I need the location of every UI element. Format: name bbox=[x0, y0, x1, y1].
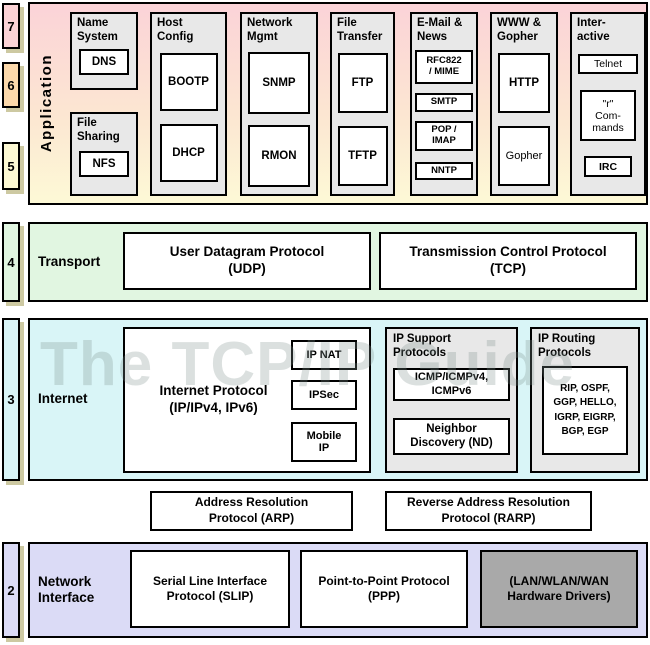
group-heading-email-news: E-Mail & News bbox=[417, 17, 463, 43]
protocol-box-r-commands: "r" Com- mands bbox=[580, 90, 636, 142]
internet-layer-label: Internet bbox=[38, 391, 88, 407]
layer-number-7: 7 bbox=[2, 3, 20, 49]
protocol-box-routing-protocols: RIP, OSPF, GGP, HELLO, IGRP, EIGRP, BGP,… bbox=[542, 366, 628, 456]
protocol-box-dhcp: DHCP bbox=[159, 124, 218, 183]
protocol-box-tftp: TFTP bbox=[337, 126, 388, 187]
group-heading-file-sharing: File Sharing bbox=[77, 117, 120, 143]
protocol-box-rarp: Reverse Address Resolution Protocol (RAR… bbox=[385, 491, 592, 531]
application-layer-band: Application Name System DNS File Sharing… bbox=[28, 2, 648, 205]
app-group-network-mgmt: Network Mgmt SNMP RMON bbox=[240, 12, 318, 196]
group-heading-file-transfer: File Transfer bbox=[337, 17, 383, 43]
protocol-box-hardware-drivers: (LAN/WLAN/WAN Hardware Drivers) bbox=[480, 550, 638, 628]
protocol-box-rmon: RMON bbox=[248, 125, 310, 188]
protocol-box-dns: DNS bbox=[79, 49, 129, 76]
application-layer-label-wrap: Application bbox=[38, 4, 55, 203]
protocol-box-neighbor-discovery: Neighbor Discovery (ND) bbox=[393, 418, 510, 456]
protocol-box-icmp: ICMP/ICMPv4, ICMPv6 bbox=[393, 368, 510, 402]
protocol-box-udp: User Datagram Protocol (UDP) bbox=[123, 232, 371, 290]
network-interface-layer-label: Network Interface bbox=[38, 573, 95, 605]
app-group-name-system: Name System DNS bbox=[70, 12, 138, 90]
group-heading-interactive: Inter- active bbox=[577, 17, 610, 43]
protocol-box-http: HTTP bbox=[498, 53, 550, 114]
layer-number-2: 2 bbox=[2, 542, 20, 638]
app-group-www-gopher: WWW & Gopher HTTP Gopher bbox=[490, 12, 558, 196]
layer-number-3: 3 bbox=[2, 318, 20, 481]
protocol-box-ip-nat: IP NAT bbox=[291, 340, 357, 370]
transport-layer-label: Transport bbox=[38, 253, 101, 269]
app-group-file-sharing: File Sharing NFS bbox=[70, 112, 138, 196]
group-heading-network-mgmt: Network Mgmt bbox=[247, 17, 293, 43]
ip-routing-protocols-group: IP Routing Protocols RIP, OSPF, GGP, HEL… bbox=[530, 327, 640, 473]
protocol-box-ppp: Point-to-Point Protocol (PPP) bbox=[300, 550, 468, 628]
protocol-box-nfs: NFS bbox=[79, 151, 129, 178]
transport-layer-band: Transport User Datagram Protocol (UDP) T… bbox=[28, 222, 648, 302]
protocol-box-arp: Address Resolution Protocol (ARP) bbox=[150, 491, 353, 531]
protocol-box-bootp: BOOTP bbox=[159, 53, 218, 112]
group-heading-ip-routing: IP Routing Protocols bbox=[538, 333, 596, 359]
group-heading-www-gopher: WWW & Gopher bbox=[497, 17, 542, 43]
app-group-host-config: Host Config BOOTP DHCP bbox=[150, 12, 227, 196]
protocol-box-nntp: NNTP bbox=[415, 162, 473, 181]
app-group-interactive: Inter- active Telnet "r" Com- mands IRC bbox=[570, 12, 646, 196]
protocol-box-tcp: Transmission Control Protocol (TCP) bbox=[379, 232, 637, 290]
protocol-box-ftp: FTP bbox=[337, 53, 388, 114]
protocol-box-snmp: SNMP bbox=[248, 52, 310, 115]
protocol-box-irc: IRC bbox=[584, 156, 632, 178]
protocol-box-smtp: SMTP bbox=[415, 93, 473, 113]
layer-number-4: 4 bbox=[2, 222, 20, 302]
protocol-box-telnet: Telnet bbox=[578, 54, 638, 75]
ip-protocol-label: Internet Protocol (IP/IPv4, IPv6) bbox=[159, 383, 268, 415]
protocol-box-mobile-ip: Mobile IP bbox=[291, 422, 357, 462]
group-heading-name-system: Name System bbox=[77, 17, 118, 43]
app-group-email-news: E-Mail & News RFC822 / MIME SMTP POP / I… bbox=[410, 12, 478, 196]
protocol-box-gopher: Gopher bbox=[498, 126, 550, 187]
group-heading-ip-support: IP Support Protocols bbox=[393, 333, 451, 359]
ip-support-protocols-group: IP Support Protocols ICMP/ICMPv4, ICMPv6… bbox=[385, 327, 518, 473]
layer-number-5: 5 bbox=[2, 142, 20, 190]
group-heading-host-config: Host Config bbox=[157, 17, 194, 43]
network-interface-layer-band: Network Interface Serial Line Interface … bbox=[28, 542, 648, 638]
internet-layer-band: Internet Internet Protocol (IP/IPv4, IPv… bbox=[28, 318, 648, 481]
protocol-box-pop-imap: POP / IMAP bbox=[415, 121, 473, 152]
app-group-file-transfer: File Transfer FTP TFTP bbox=[330, 12, 395, 196]
application-layer-label: Application bbox=[38, 54, 55, 153]
layer-number-6: 6 bbox=[2, 62, 20, 108]
protocol-box-rfc822-mime: RFC822 / MIME bbox=[415, 50, 473, 85]
protocol-box-ip: Internet Protocol (IP/IPv4, IPv6) IP NAT… bbox=[123, 327, 371, 473]
protocol-box-ipsec: IPSec bbox=[291, 380, 357, 410]
protocol-box-slip: Serial Line Interface Protocol (SLIP) bbox=[130, 550, 290, 628]
